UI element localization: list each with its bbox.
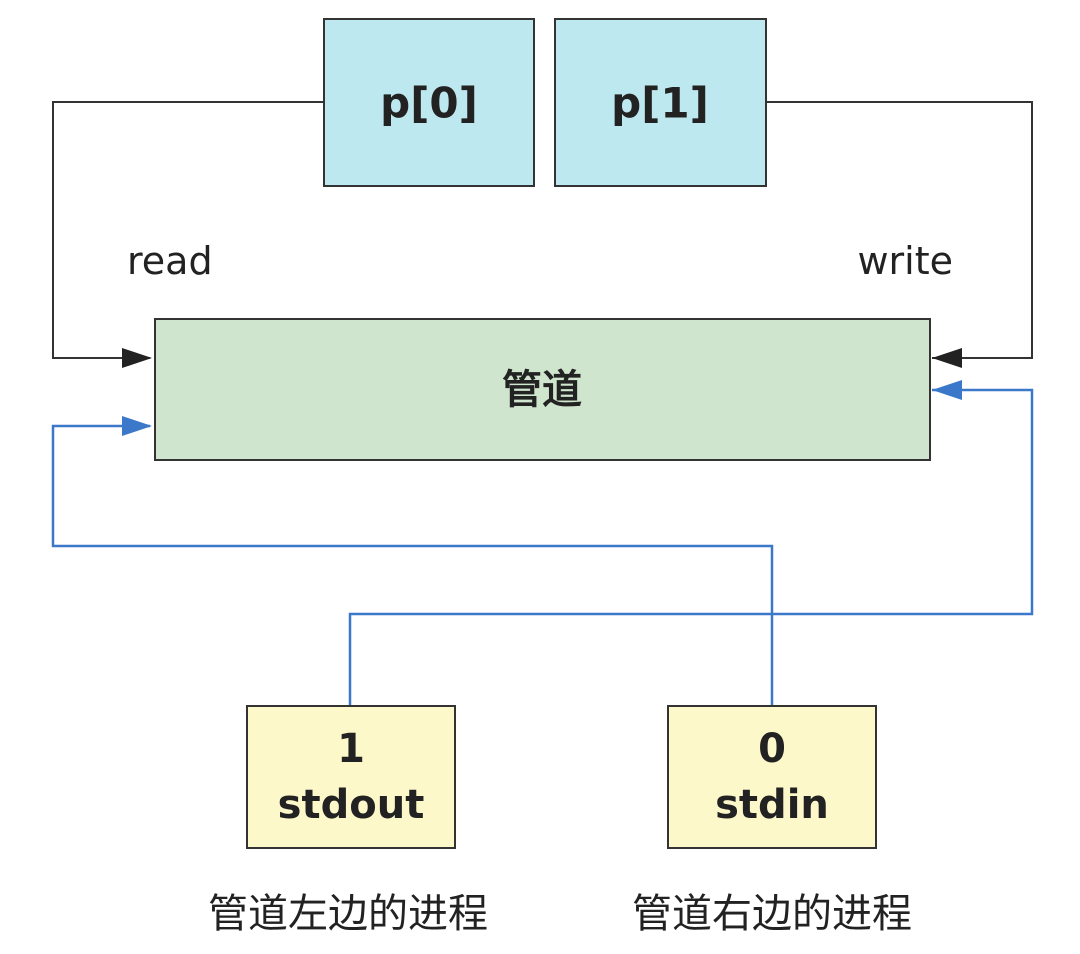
node-p1-label: p[1] bbox=[611, 79, 709, 128]
node-pipe: 管道 bbox=[154, 318, 931, 461]
arrowhead-stdin bbox=[122, 416, 152, 436]
node-stdout-fd: 1 bbox=[337, 726, 365, 772]
edge-label-write: write bbox=[857, 239, 953, 283]
node-stdout: 1 stdout bbox=[246, 705, 456, 849]
edge-read bbox=[52, 101, 324, 359]
arrowhead-read bbox=[122, 348, 152, 368]
edge-label-read: read bbox=[127, 239, 213, 283]
node-p0: p[0] bbox=[323, 18, 535, 187]
node-stdin-fd: 0 bbox=[758, 726, 786, 772]
node-p1: p[1] bbox=[554, 18, 767, 187]
node-p0-label: p[0] bbox=[380, 79, 478, 128]
caption-right-process: 管道右边的进程 bbox=[632, 891, 912, 937]
arrowhead-stdout bbox=[932, 380, 962, 400]
edge-stdin-to-pipe bbox=[51, 424, 774, 705]
edge-write bbox=[766, 101, 1033, 359]
edge-stdout-to-pipe bbox=[348, 388, 1034, 705]
caption-left-process: 管道左边的进程 bbox=[208, 891, 488, 937]
node-stdin-name: stdin bbox=[715, 782, 829, 828]
node-stdin: 0 stdin bbox=[667, 705, 877, 849]
arrowhead-write bbox=[932, 348, 962, 368]
node-stdout-name: stdout bbox=[278, 782, 425, 828]
connectors bbox=[51, 101, 1034, 705]
node-pipe-label: 管道 bbox=[502, 367, 582, 413]
